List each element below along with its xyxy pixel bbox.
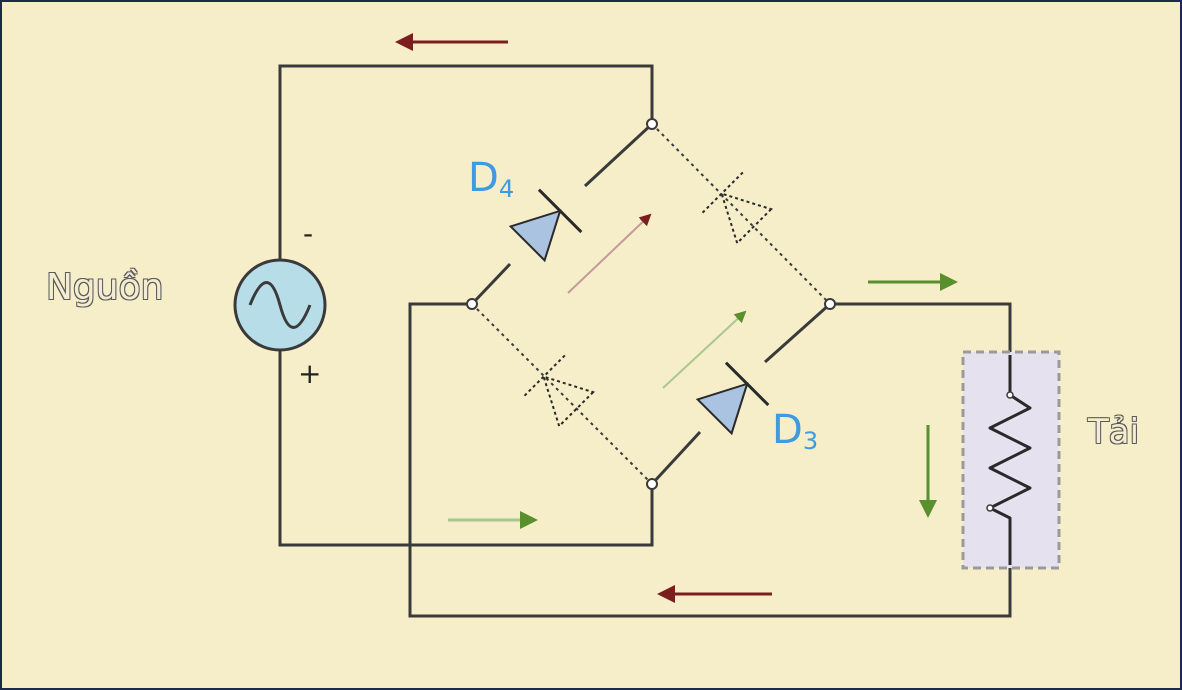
diode-d4-subscript: 4: [498, 175, 515, 203]
source-plus-sign: +: [298, 357, 322, 390]
diode-d4-icon: [508, 188, 583, 263]
bridge-seg-blocked-top: [651, 123, 831, 305]
bridge-seg-d3-in: [650, 430, 702, 486]
node-right: [824, 298, 836, 310]
diode-d3-subscript: 3: [802, 427, 819, 455]
wire-return: [408, 302, 1012, 618]
bridge-seg-d3-out: [764, 302, 831, 364]
bridge-seg-blocked-bottom: [471, 303, 653, 485]
diode-d3-icon: [695, 361, 770, 436]
load-label: Tải: [1088, 412, 1140, 452]
arrow-d4-up: [567, 213, 652, 294]
wire-bottom: [278, 347, 654, 547]
wire-load-top: [830, 302, 1012, 355]
diode-d4-label: D4: [468, 158, 514, 201]
bridge-seg-d4-out: [583, 122, 654, 188]
node-left: [466, 298, 478, 310]
diode-d3-label: D3: [772, 410, 818, 453]
arrow-d3-up: [662, 310, 747, 389]
wires: [278, 64, 1012, 618]
node-bottom: [646, 478, 658, 490]
source-minus-sign: -: [303, 217, 314, 250]
diode-d3-letter: D: [772, 407, 803, 453]
ac-source-icon: [233, 258, 327, 352]
current-arrows: [395, 33, 958, 603]
diode-d4-letter: D: [468, 155, 499, 201]
wire-top: [278, 64, 654, 265]
bridge-nodes: [466, 118, 836, 490]
node-top: [646, 118, 658, 130]
bridge-seg-d4-in: [470, 262, 512, 306]
load-resistor-icon: [961, 350, 1061, 570]
source-label: Nguồn: [46, 267, 164, 308]
